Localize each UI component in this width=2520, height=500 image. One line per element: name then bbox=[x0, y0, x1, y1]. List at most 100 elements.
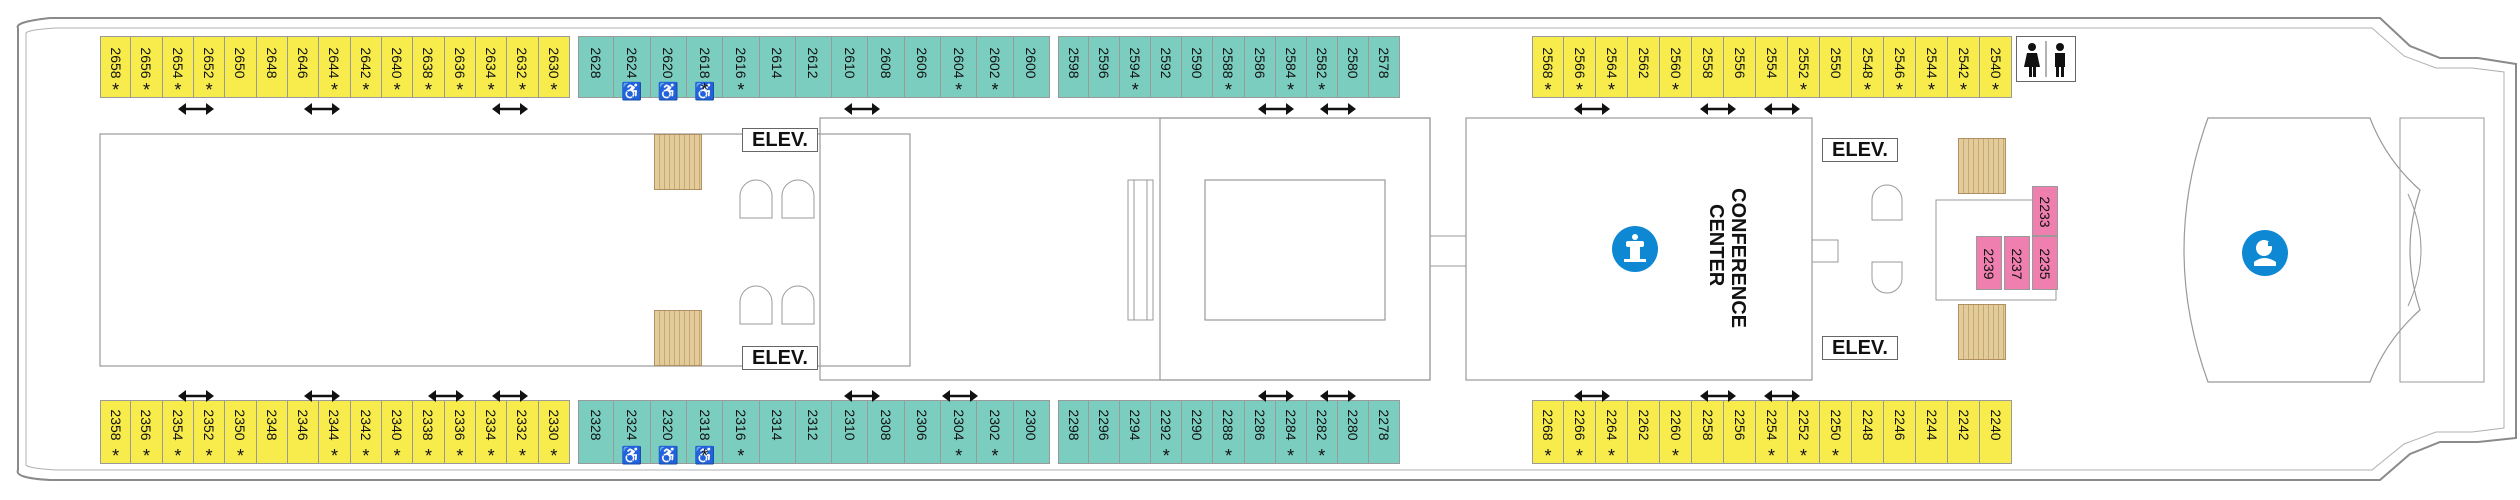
cabin-2620[interactable]: 2620♿ bbox=[650, 36, 687, 101]
cabin-2235[interactable]: 2235 bbox=[2032, 236, 2058, 290]
cabin-2586[interactable]: 2586 bbox=[1244, 36, 1276, 98]
cabin-2640[interactable]: 2640* bbox=[382, 36, 414, 99]
cabin-2554[interactable]: 2554 bbox=[1756, 36, 1788, 98]
cabin-2316[interactable]: 2316* bbox=[723, 400, 760, 465]
cabin-2292[interactable]: 2292* bbox=[1151, 400, 1183, 465]
cabin-2328[interactable]: 2328 bbox=[578, 400, 615, 464]
cabin-2286[interactable]: 2286 bbox=[1244, 400, 1276, 464]
cabin-2308[interactable]: 2308 bbox=[868, 400, 905, 464]
cabin-2342[interactable]: 2342* bbox=[350, 400, 382, 465]
cabin-2246[interactable]: 2246 bbox=[1884, 400, 1916, 464]
cabin-2318[interactable]: 2318♿* bbox=[686, 400, 724, 465]
cabin-2634[interactable]: 2634* bbox=[476, 36, 508, 99]
cabin-2550[interactable]: 2550 bbox=[1820, 36, 1852, 98]
cabin-2288[interactable]: 2288* bbox=[1213, 400, 1245, 465]
cabin-2233[interactable]: 2233 bbox=[2032, 186, 2058, 236]
cabin-2650[interactable]: 2650 bbox=[225, 36, 257, 98]
cabin-2244[interactable]: 2244 bbox=[1916, 400, 1948, 464]
cabin-2338[interactable]: 2338* bbox=[413, 400, 445, 465]
cabin-2654[interactable]: 2654* bbox=[162, 36, 194, 99]
cabin-2600[interactable]: 2600 bbox=[1013, 36, 1050, 98]
cabin-2242[interactable]: 2242 bbox=[1948, 400, 1980, 464]
cabin-2282[interactable]: 2282* bbox=[1306, 400, 1338, 465]
cabin-2350[interactable]: 2350* bbox=[225, 400, 257, 465]
cabin-2624[interactable]: 2624♿ bbox=[614, 36, 651, 101]
cabin-2628[interactable]: 2628 bbox=[578, 36, 615, 98]
cabin-2266[interactable]: 2266* bbox=[1564, 400, 1596, 465]
cabin-2552[interactable]: 2552* bbox=[1788, 36, 1820, 99]
cabin-2332[interactable]: 2332* bbox=[507, 400, 539, 465]
cabin-2578[interactable]: 2578 bbox=[1368, 36, 1400, 98]
cabin-2264[interactable]: 2264* bbox=[1596, 400, 1628, 465]
cabin-2636[interactable]: 2636* bbox=[444, 36, 476, 99]
cabin-2544[interactable]: 2544* bbox=[1916, 36, 1948, 99]
cabin-2284[interactable]: 2284* bbox=[1275, 400, 1307, 465]
cabin-2588[interactable]: 2588* bbox=[1213, 36, 1245, 99]
cabin-2320[interactable]: 2320♿ bbox=[650, 400, 687, 465]
cabin-2302[interactable]: 2302* bbox=[977, 400, 1014, 465]
cabin-2596[interactable]: 2596 bbox=[1089, 36, 1121, 98]
cabin-2592[interactable]: 2592 bbox=[1151, 36, 1183, 98]
cabin-2652[interactable]: 2652* bbox=[194, 36, 226, 99]
cabin-2260[interactable]: 2260* bbox=[1660, 400, 1692, 465]
cabin-2542[interactable]: 2542* bbox=[1948, 36, 1980, 99]
cabin-2239[interactable]: 2239 bbox=[1976, 236, 2002, 290]
cabin-2610[interactable]: 2610 bbox=[832, 36, 869, 98]
cabin-2280[interactable]: 2280 bbox=[1337, 400, 1369, 464]
cabin-2582[interactable]: 2582* bbox=[1306, 36, 1338, 99]
cabin-2638[interactable]: 2638* bbox=[413, 36, 445, 99]
cabin-2354[interactable]: 2354* bbox=[162, 400, 194, 465]
cabin-2648[interactable]: 2648 bbox=[256, 36, 288, 98]
cabin-2346[interactable]: 2346 bbox=[288, 400, 320, 464]
cabin-2568[interactable]: 2568* bbox=[1532, 36, 1564, 99]
cabin-2604[interactable]: 2604* bbox=[941, 36, 978, 99]
cabin-2258[interactable]: 2258 bbox=[1692, 400, 1724, 464]
cabin-2632[interactable]: 2632* bbox=[507, 36, 539, 99]
cabin-2330[interactable]: 2330* bbox=[538, 400, 570, 465]
cabin-2616[interactable]: 2616* bbox=[723, 36, 760, 99]
cabin-2314[interactable]: 2314 bbox=[759, 400, 796, 464]
cabin-2606[interactable]: 2606 bbox=[904, 36, 942, 98]
cabin-2237[interactable]: 2237 bbox=[2004, 236, 2030, 290]
cabin-2614[interactable]: 2614 bbox=[759, 36, 796, 98]
cabin-2356[interactable]: 2356* bbox=[131, 400, 163, 465]
cabin-2602[interactable]: 2602* bbox=[977, 36, 1014, 99]
cabin-2294[interactable]: 2294 bbox=[1120, 400, 1152, 464]
cabin-2254[interactable]: 2254* bbox=[1756, 400, 1788, 465]
cabin-2566[interactable]: 2566* bbox=[1564, 36, 1596, 99]
cabin-2642[interactable]: 2642* bbox=[350, 36, 382, 99]
cabin-2598[interactable]: 2598 bbox=[1058, 36, 1090, 98]
cabin-2336[interactable]: 2336* bbox=[444, 400, 476, 465]
cabin-2290[interactable]: 2290 bbox=[1182, 400, 1214, 464]
cabin-2334[interactable]: 2334* bbox=[476, 400, 508, 465]
cabin-2340[interactable]: 2340* bbox=[382, 400, 414, 465]
cabin-2612[interactable]: 2612 bbox=[795, 36, 833, 98]
cabin-2240[interactable]: 2240 bbox=[1980, 400, 2012, 464]
cabin-2306[interactable]: 2306 bbox=[904, 400, 942, 464]
cabin-2300[interactable]: 2300 bbox=[1013, 400, 1050, 464]
cabin-2548[interactable]: 2548* bbox=[1852, 36, 1884, 99]
cabin-2250[interactable]: 2250* bbox=[1820, 400, 1852, 465]
cabin-2298[interactable]: 2298 bbox=[1058, 400, 1090, 464]
cabin-2546[interactable]: 2546* bbox=[1884, 36, 1916, 99]
cabin-2344[interactable]: 2344* bbox=[319, 400, 351, 465]
cabin-2312[interactable]: 2312 bbox=[795, 400, 833, 464]
cabin-2658[interactable]: 2658* bbox=[100, 36, 132, 99]
cabin-2608[interactable]: 2608 bbox=[868, 36, 905, 98]
cabin-2268[interactable]: 2268* bbox=[1532, 400, 1564, 465]
cabin-2584[interactable]: 2584* bbox=[1275, 36, 1307, 99]
cabin-2278[interactable]: 2278 bbox=[1368, 400, 1400, 464]
cabin-2580[interactable]: 2580 bbox=[1337, 36, 1369, 98]
cabin-2560[interactable]: 2560* bbox=[1660, 36, 1692, 99]
cabin-2296[interactable]: 2296 bbox=[1089, 400, 1121, 464]
cabin-2252[interactable]: 2252* bbox=[1788, 400, 1820, 465]
cabin-2324[interactable]: 2324♿ bbox=[614, 400, 651, 465]
cabin-2562[interactable]: 2562 bbox=[1628, 36, 1660, 98]
cabin-2256[interactable]: 2256 bbox=[1724, 400, 1756, 464]
cabin-2564[interactable]: 2564* bbox=[1596, 36, 1628, 99]
cabin-2558[interactable]: 2558 bbox=[1692, 36, 1724, 98]
cabin-2594[interactable]: 2594* bbox=[1120, 36, 1152, 99]
cabin-2656[interactable]: 2656* bbox=[131, 36, 163, 99]
cabin-2348[interactable]: 2348 bbox=[256, 400, 288, 464]
cabin-2248[interactable]: 2248 bbox=[1852, 400, 1884, 464]
